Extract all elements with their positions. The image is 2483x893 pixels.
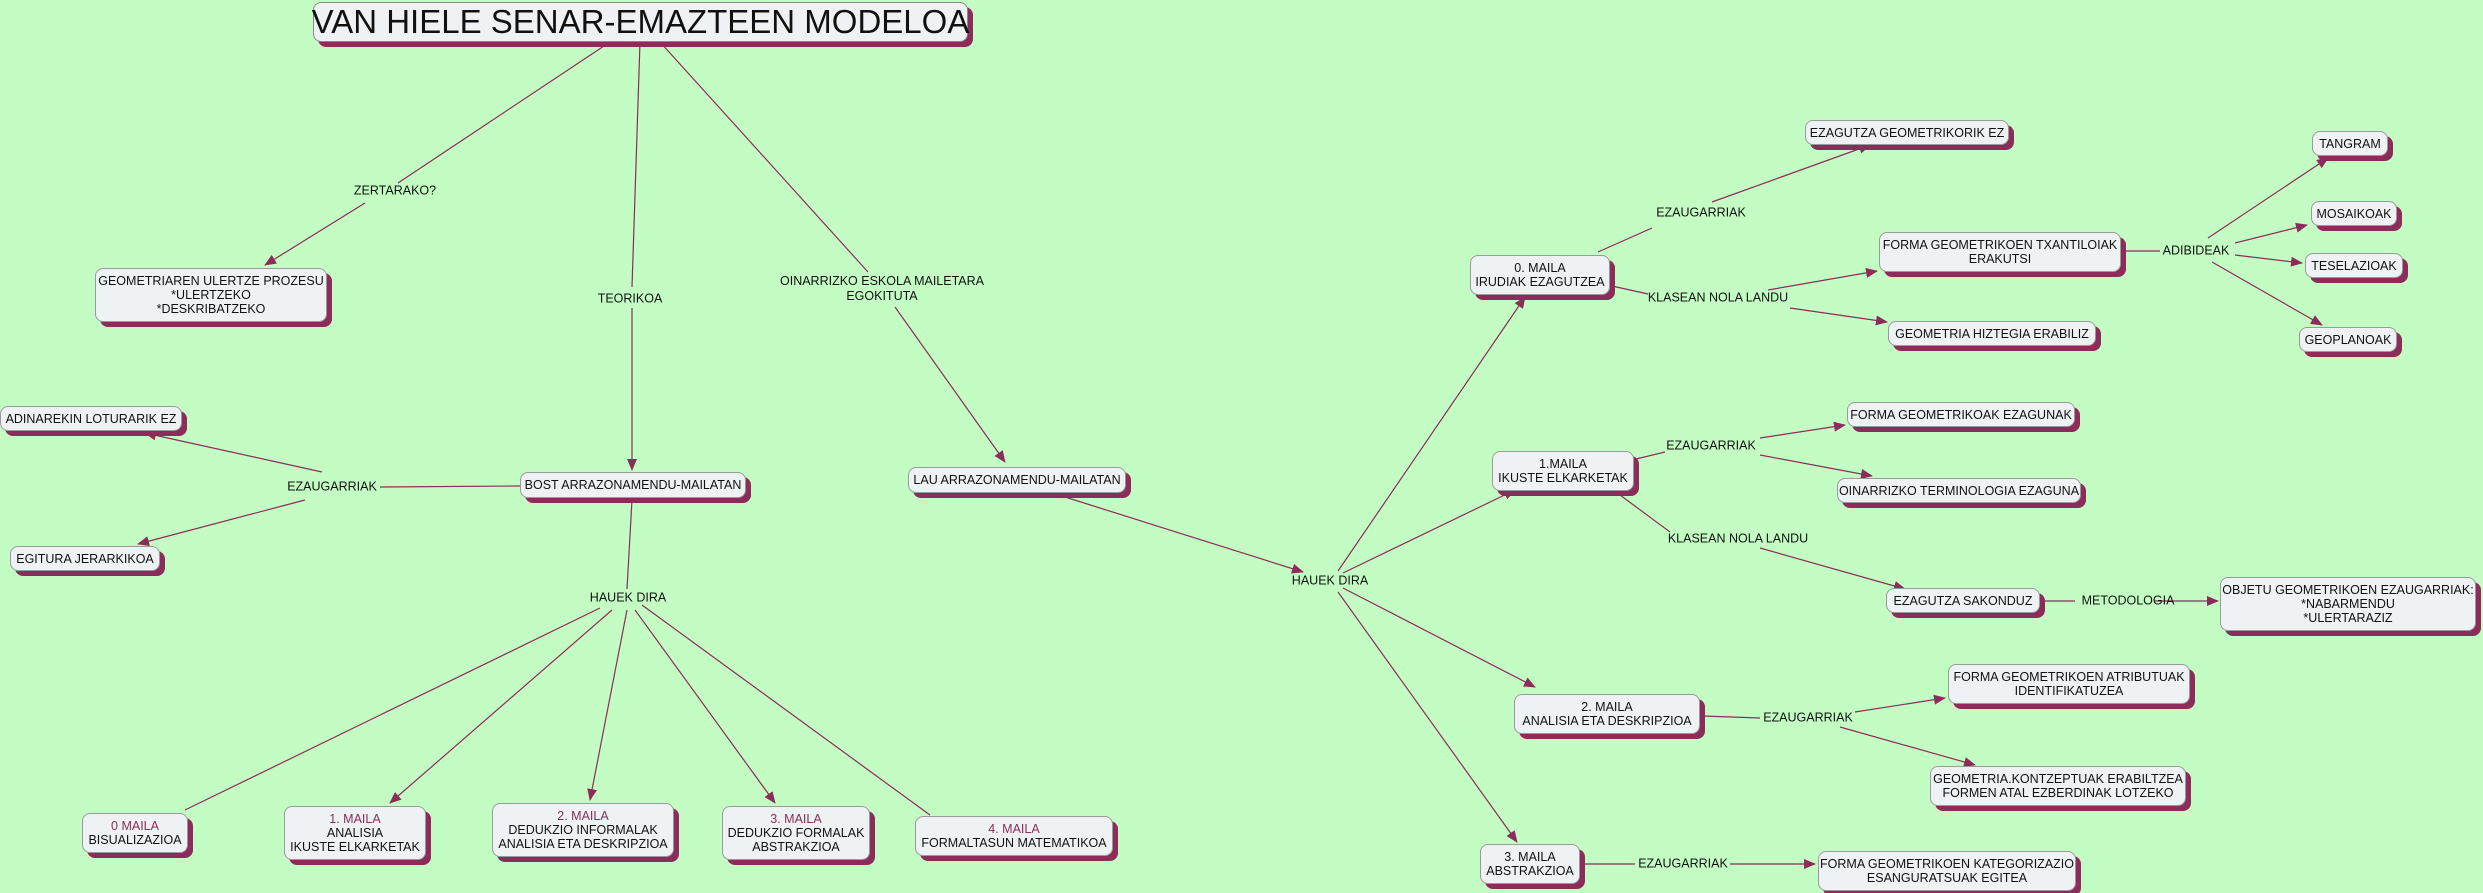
phrase-adibideak: ADIBIDEAK bbox=[2162, 243, 2230, 258]
link bbox=[1635, 451, 1666, 460]
node-forma-geometrikoak-ezagunak: FORMA GEOMETRIKOAK EZAGUNAK bbox=[1847, 402, 2075, 427]
node-adinarekin: ADINAREKIN LOTURARIK EZ bbox=[0, 406, 182, 431]
link bbox=[641, 604, 931, 816]
node-bost-arrazonamendu: BOST ARRAZONAMENDU-MAILATAN bbox=[520, 472, 746, 498]
link bbox=[1759, 547, 1906, 591]
link bbox=[1759, 421, 1846, 439]
node-tangram: TANGRAM bbox=[2312, 131, 2388, 156]
node-teselazioak: TESELAZIOAK bbox=[2305, 253, 2403, 278]
link bbox=[144, 430, 323, 473]
node-geometriaren-ulertze: GEOMETRIAREN ULERTZE PROZESU*ULERTZEKO*D… bbox=[95, 268, 327, 322]
phrase-hauek-dira-right: HAUEK DIRA bbox=[1291, 573, 1369, 588]
node-egitura-jerarkikoa: EGITURA JERARKIKOA bbox=[10, 546, 160, 571]
link bbox=[1711, 144, 1871, 203]
link bbox=[1789, 307, 1888, 326]
link bbox=[634, 609, 776, 804]
link bbox=[1759, 454, 1873, 479]
link bbox=[1337, 296, 1526, 572]
phrase-ezaugarriak-left: EZAUGARRIAK bbox=[287, 479, 377, 494]
phrase-zertarako: ZERTARAKO? bbox=[353, 183, 437, 198]
link bbox=[2234, 254, 2303, 267]
link bbox=[184, 607, 601, 811]
map-title: VAN HIELE SENAR-EMAZTEEN MODELOA bbox=[311, 2, 970, 42]
link bbox=[1342, 587, 1536, 688]
node-geoplanoak: GEOPLANOAK bbox=[2299, 327, 2397, 352]
link bbox=[264, 202, 366, 266]
phrase-klasean-r1: KLASEAN NOLA LANDU bbox=[1667, 531, 1809, 546]
link bbox=[2207, 157, 2329, 239]
link bbox=[397, 41, 611, 184]
link bbox=[1839, 726, 1976, 767]
node-lau-arrazonamendu: LAU ARRAZONAMENDU-MAILATAN bbox=[908, 467, 1126, 493]
phrase-ezaugarriak-r1: EZAUGARRIAK bbox=[1666, 438, 1756, 453]
link bbox=[1619, 494, 1671, 533]
link bbox=[2234, 222, 2308, 244]
phrase-hauek-dira-left: HAUEK DIRA bbox=[589, 590, 667, 605]
phrase-ezaugarriak-r2: EZAUGARRIAK bbox=[1763, 710, 1853, 725]
node-ezagutza-geometrikorik-ez: EZAGUTZA GEOMETRIKORIK EZ bbox=[1805, 120, 2009, 145]
link bbox=[1611, 285, 1649, 295]
phrase-metodologia: METODOLOGIA bbox=[2081, 593, 2175, 608]
link bbox=[1767, 267, 1878, 291]
phrase-klasean-r0: KLASEAN NOLA LANDU bbox=[1647, 290, 1789, 305]
link bbox=[631, 41, 641, 288]
link bbox=[1854, 694, 1946, 713]
node-mosaikoak: MOSAIKOAK bbox=[2311, 201, 2397, 226]
link bbox=[626, 499, 633, 590]
phrase-teorikoa: TEORIKOA bbox=[597, 291, 663, 306]
node-oinarrizko-terminologia: OINARRIZKO TERMINOLOGIA EZAGUNA bbox=[1837, 478, 2081, 503]
node-geometria-hiztegia: GEOMETRIA HIZTEGIA ERABILIZ bbox=[1888, 321, 2096, 346]
link bbox=[1342, 489, 1516, 574]
link bbox=[379, 485, 521, 488]
node-ezagutza-sakonduz: EZAGUTZA SAKONDUZ bbox=[1886, 588, 2040, 613]
link bbox=[1597, 227, 1653, 253]
link bbox=[1064, 496, 1304, 574]
node-objetu-geometrikoen: OBJETU GEOMETRIKOEN EZAUGARRIAK:*NABARME… bbox=[2220, 577, 2476, 631]
link bbox=[389, 609, 613, 804]
link bbox=[894, 306, 1006, 463]
link bbox=[1701, 715, 1761, 719]
phrase-ezaugarriak-r0: EZAUGARRIAK bbox=[1656, 205, 1746, 220]
link bbox=[659, 41, 869, 273]
link bbox=[137, 499, 306, 547]
phrase-ezaugarriak-r3: EZAUGARRIAK bbox=[1638, 856, 1728, 871]
link bbox=[587, 609, 628, 801]
link bbox=[1337, 591, 1518, 843]
